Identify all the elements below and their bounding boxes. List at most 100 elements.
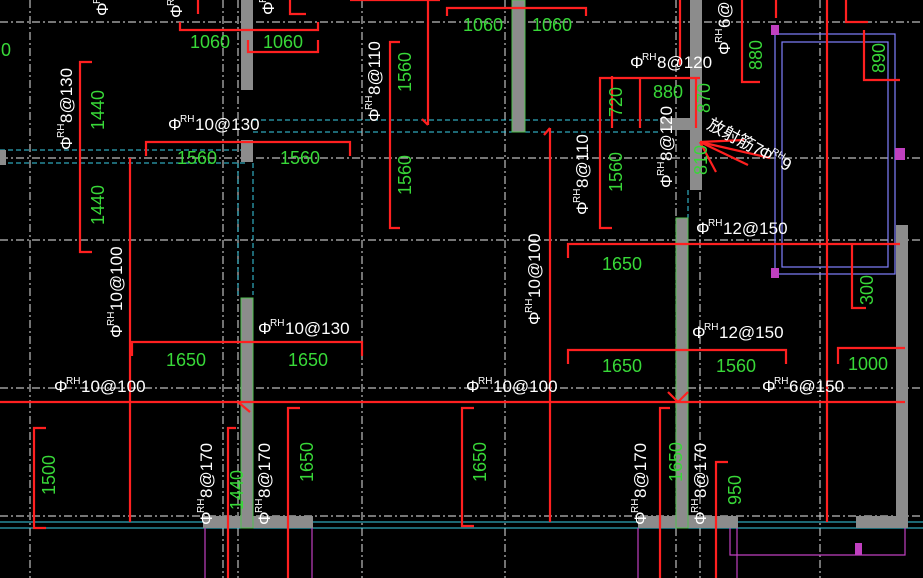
rebar-grade: RH [572,189,583,203]
rebar-spacing: 8@170 [631,443,650,498]
rebar-bar [32,426,46,530]
dimension-label-vertical: 300 [857,275,877,305]
dimension-label: 880 [653,82,683,102]
wall-edge [675,217,689,529]
rebar-bar [844,0,868,24]
dimension-label-vertical: 1560 [395,155,415,195]
rebar-grade: RH [478,376,492,387]
phi-symbol: Φ [657,174,676,188]
dimension-label: 1650 [288,350,328,370]
rebar-grade: RH [106,312,117,326]
dimension-label: 1650 [602,254,642,274]
rebar-grade: RH [254,499,265,513]
dimension-label: 1000 [848,354,888,374]
opening-outline [729,528,906,556]
rebar-bar [658,406,670,578]
rebar-grade: RH [630,499,641,513]
rebar-spacing: 8@120 [657,106,676,161]
opening-marker [771,268,779,278]
phi-symbol: Φ [573,201,592,215]
rebar-bar [699,141,717,173]
wall [203,516,313,528]
rebar-grade: RH [524,299,535,313]
phi-symbol: Φ [107,324,126,338]
wall [512,0,525,132]
dimension-label-vertical: 810 [691,145,711,175]
rebar-bar [714,460,728,578]
rebar-bar [836,346,905,364]
rebar-bar [699,140,771,160]
phi-symbol: Φ [696,219,710,238]
rebar-grade: RH [66,376,80,387]
rebar-spacing: 10@100 [107,246,126,311]
phi-symbol: Φ [365,108,384,122]
rebar-grade: RH [690,499,701,513]
dimension-label-vertical: 1650 [470,442,490,482]
dimension-label: 1060 [190,32,230,52]
rebar-bar [178,22,320,32]
dimension-label: 1060 [263,32,303,52]
rebar-spacing: 6@1 [715,0,734,28]
dimension-label: 1060 [532,15,572,35]
rebar-bar [226,426,236,578]
opening-marker [855,543,862,555]
walls [0,0,908,529]
wall [676,218,688,528]
phi-symbol: Φ [466,377,480,396]
rebar-spacing: 8@170 [255,443,274,498]
rebar-bar [850,245,866,310]
dimension-label-vertical: 880 [746,40,766,70]
wall [0,150,6,165]
dimension-label: 1650 [166,350,206,370]
opening-marker [895,148,905,160]
slab-outlines [0,119,923,529]
rebar-bar [566,242,900,258]
rebar-bar [388,40,400,230]
dimension-label-vertical: 1440 [227,470,247,510]
rebar-bar [288,0,306,16]
rebar-spacing: 10@100 [493,377,558,396]
rebar-grade: RH [774,376,788,387]
phi-symbol: Φ [54,377,68,396]
phi-symbol: Φ [258,319,272,338]
phi-symbol: Φ [525,311,544,325]
rebar-bar [699,138,745,144]
rebar-bar [862,30,900,82]
rebar-grade: RH [92,0,103,4]
dimension-label-vertical: 950 [725,475,745,505]
phi-symbol: Φ [692,323,706,342]
rebar-grade: RH [708,218,722,229]
rebar-bar [78,60,92,254]
phi-symbol: Φ [168,115,182,134]
wall-edge [511,0,526,133]
rebar-bar [445,6,588,16]
phi-symbol: Φ [691,511,710,525]
dimension-label-vertical: 1560 [606,152,626,192]
rebar-grade: RH [270,318,284,329]
phi-symbol: Φ [631,511,650,525]
rebar-spacing: 8@170 [197,443,216,498]
rebar-grade: RH [364,96,375,110]
rebar-grade: RH [642,52,656,63]
rebar-spacing: 10@100 [81,377,146,396]
rebar-spacing: 10@130 [285,319,350,338]
opening-outline [781,41,889,268]
